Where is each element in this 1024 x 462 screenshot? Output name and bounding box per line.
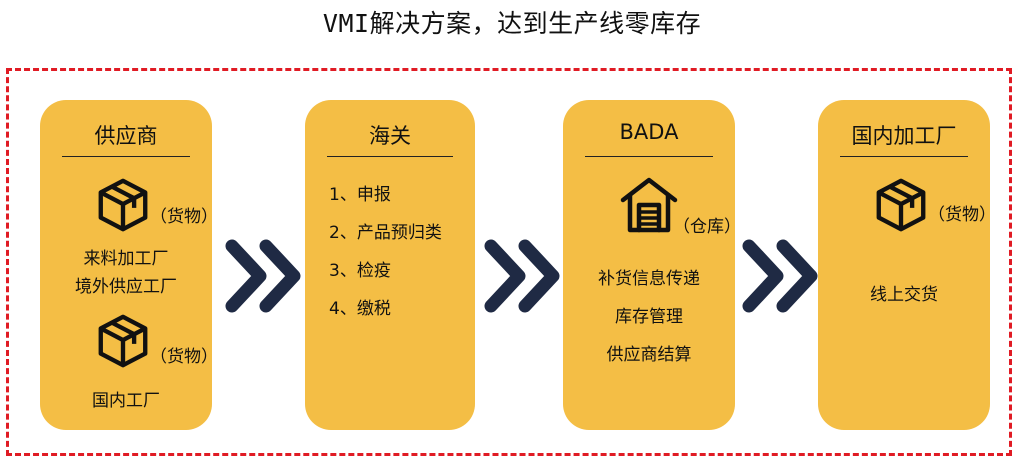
stage-customs: 海关 1、申报 2、产品预归类 3、检疫 4、缴税	[305, 100, 475, 430]
box-icon	[98, 314, 148, 368]
diagram-title: VMI解决方案，达到生产线零库存	[322, 9, 702, 38]
warehouse-icon	[620, 177, 678, 233]
double-chevron-right-icon	[742, 239, 818, 313]
warehouse-label: （仓库）	[673, 217, 741, 237]
customs-step: 1、申报	[329, 185, 391, 205]
box-icon	[876, 178, 926, 232]
title-divider	[840, 156, 968, 157]
box-icon	[98, 178, 148, 232]
stage-supplier: 供应商 （货物） 来料加工厂 境外供应工厂 （货物） 国内工厂	[40, 100, 218, 430]
stage-title: BADA	[619, 120, 679, 144]
bada-service: 补货信息传递	[598, 269, 700, 289]
stage-title: 海关	[369, 124, 411, 148]
title-divider	[585, 156, 713, 157]
title-divider	[62, 156, 190, 157]
dashed-frame	[6, 68, 1012, 456]
customs-step: 4、缴税	[329, 299, 391, 319]
customs-step: 3、检疫	[329, 261, 391, 281]
supplier-line: 境外供应工厂	[75, 277, 177, 297]
supplier-line: 来料加工厂	[83, 249, 169, 269]
stage-bada: BADA （仓库） 补货信息传递 库存管理 供应商结算	[563, 100, 741, 430]
supplier-footer: 国内工厂	[92, 391, 160, 411]
bada-service: 供应商结算	[606, 345, 692, 365]
factory-line: 线上交货	[870, 285, 938, 305]
customs-step: 2、产品预归类	[329, 223, 442, 243]
stage-domestic-factory: 国内加工厂 （货物） 线上交货	[818, 100, 996, 430]
double-chevron-right-icon	[225, 239, 301, 313]
stage-title: 供应商	[94, 124, 158, 148]
double-chevron-right-icon	[484, 239, 560, 313]
title-divider	[327, 156, 453, 157]
goods-label: （货物）	[928, 205, 996, 225]
stage-title: 国内加工厂	[851, 124, 957, 148]
goods-label: （货物）	[150, 347, 218, 367]
bada-service: 库存管理	[615, 307, 683, 327]
goods-label: （货物）	[150, 207, 218, 227]
